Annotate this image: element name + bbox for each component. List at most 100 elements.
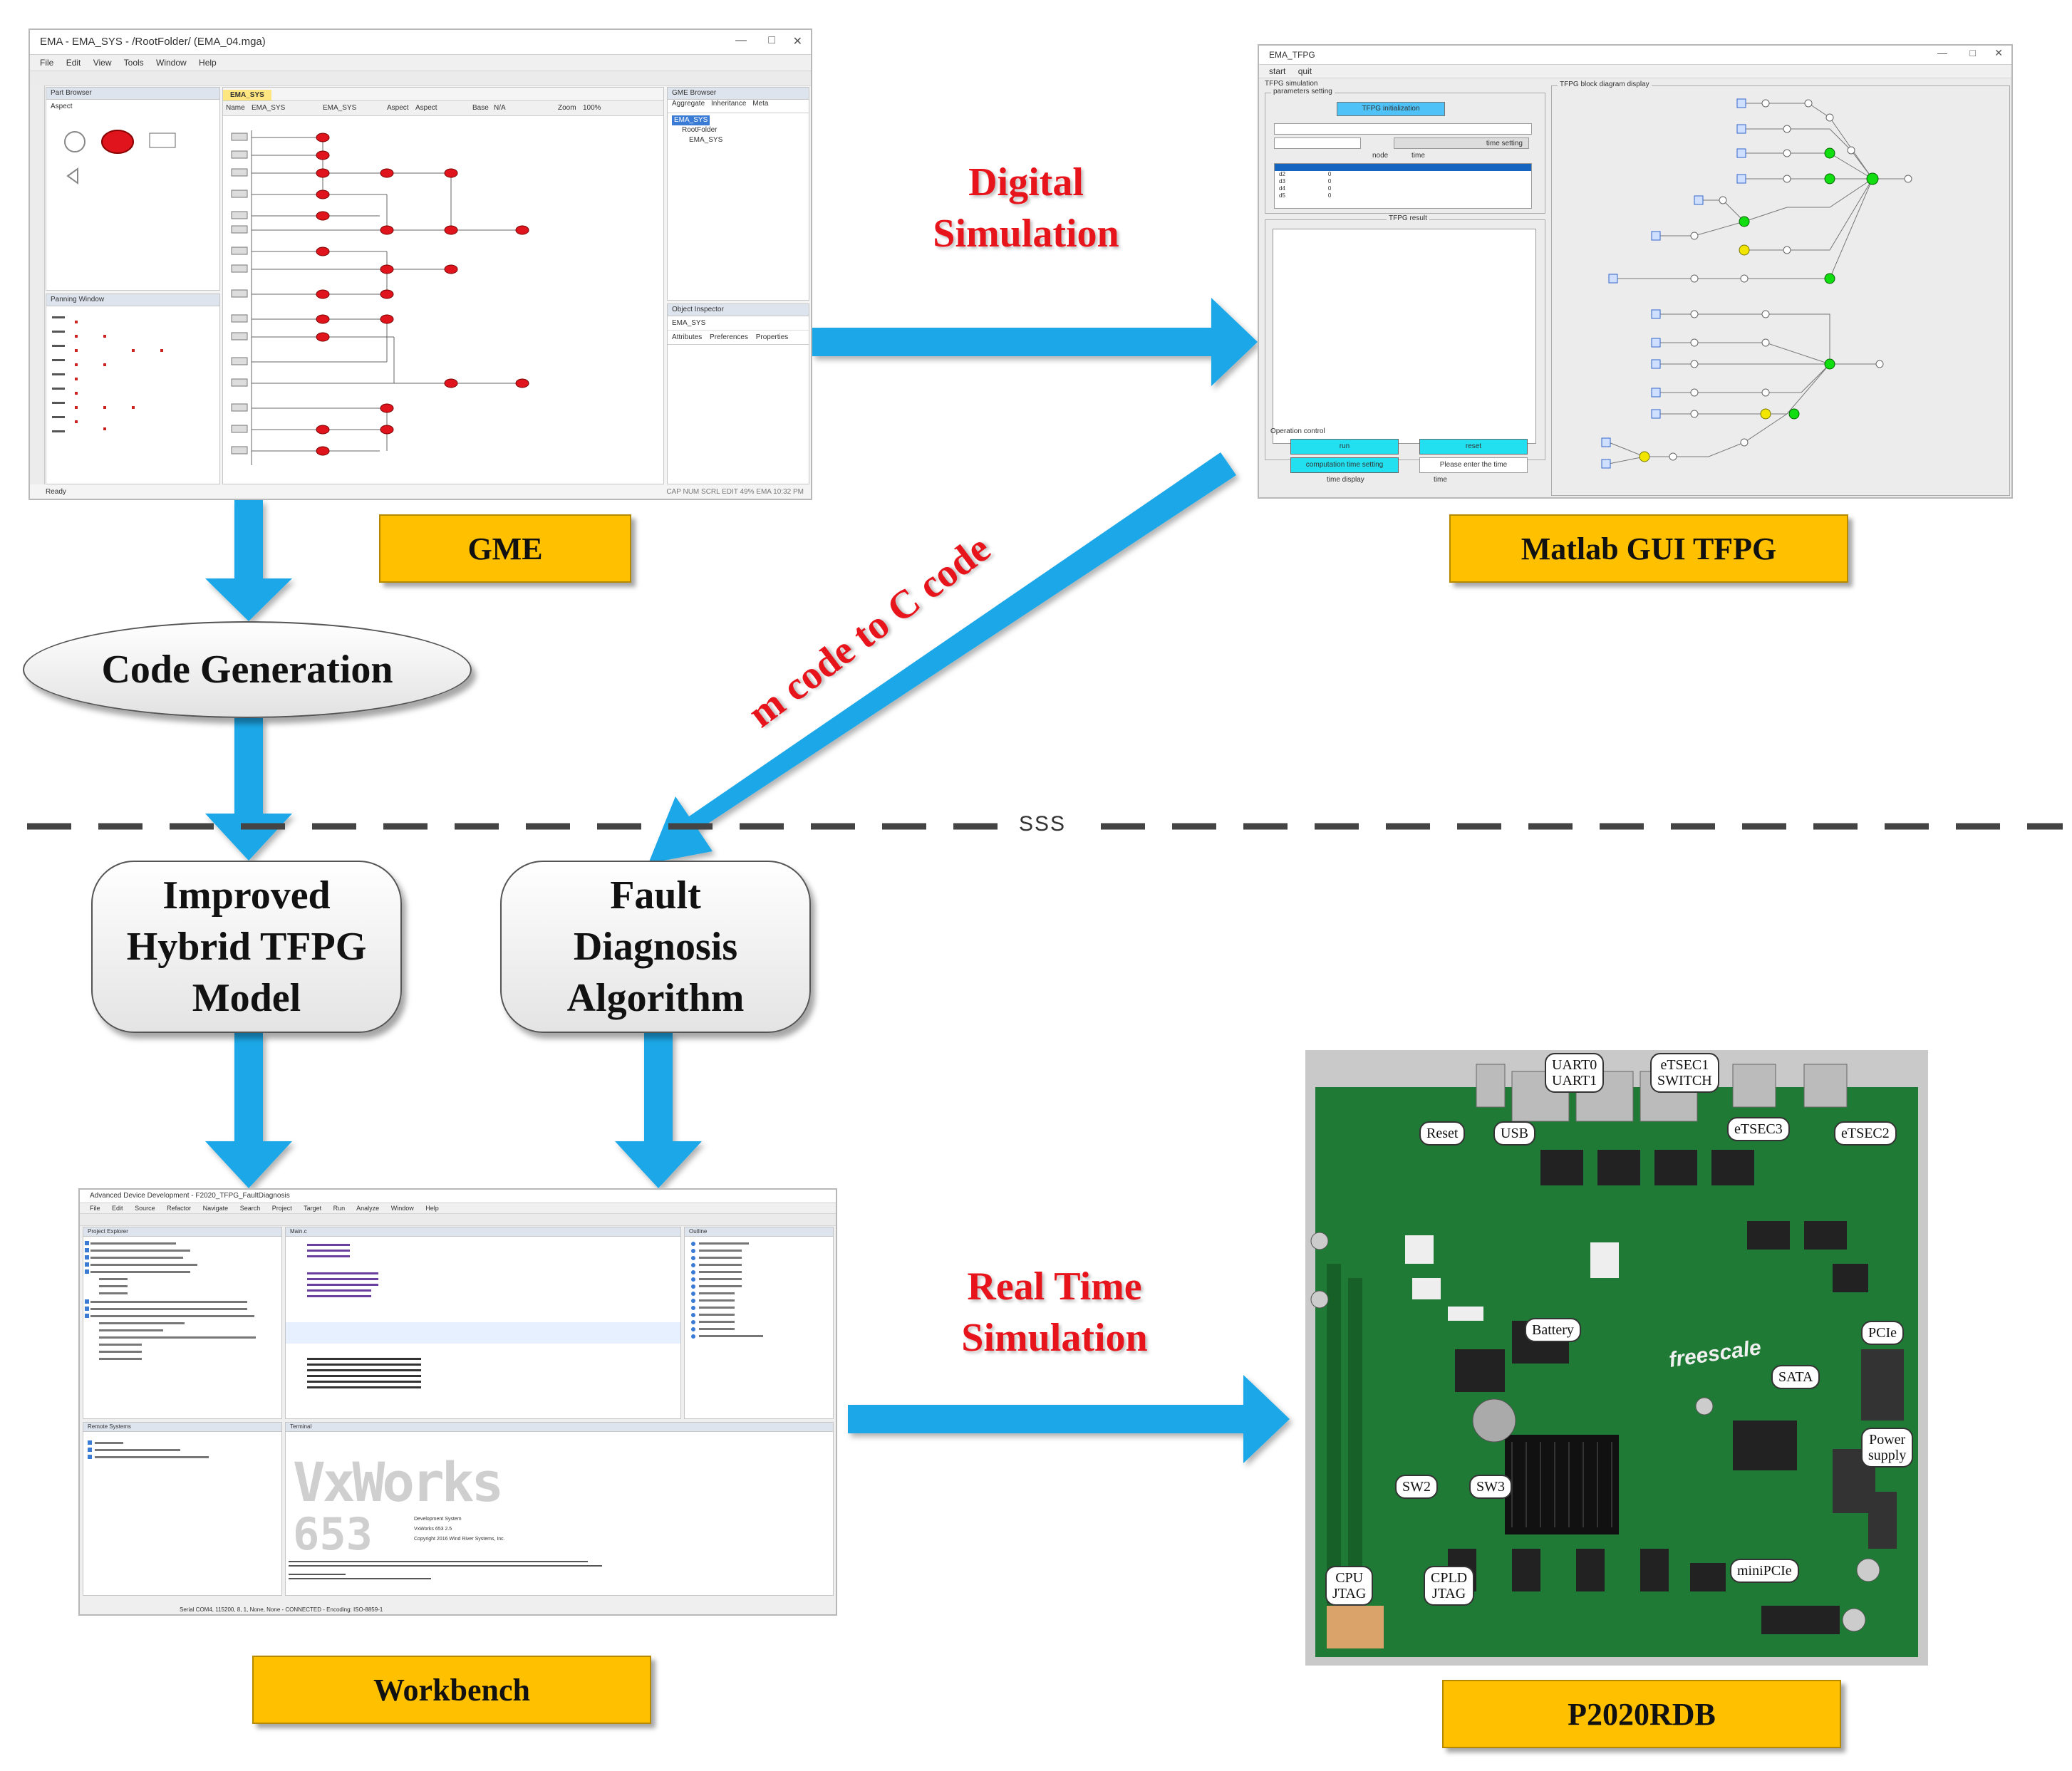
list-val-d2: 0 (1327, 171, 1332, 177)
workbench-toolbar (80, 1214, 836, 1226)
time-input[interactable] (1274, 137, 1361, 149)
outline-tree[interactable] (685, 1237, 833, 1415)
col-time: time (1411, 152, 1425, 160)
aspect-select[interactable]: Aspect (415, 104, 437, 112)
tab-inheritance[interactable]: Inheritance (710, 100, 747, 108)
divider-text: SSS (1019, 812, 1067, 836)
remote-tree[interactable] (83, 1432, 281, 1475)
tree-item-rootfolder[interactable]: RootFolder (682, 126, 718, 134)
version-text: VxWorks 653 2.5 (414, 1527, 452, 1532)
tfpg-block-diagram (1601, 98, 1912, 469)
callout-sata: SATA (1771, 1365, 1820, 1389)
arrow-digital-simulation (812, 298, 1258, 386)
maximize-icon[interactable]: □ (768, 34, 775, 46)
callout-etsec1-line1: eTSEC1 (1660, 1057, 1709, 1073)
tfpg-model-canvas[interactable] (223, 116, 664, 484)
callout-cpld-jtag: CPLD JTAG (1424, 1566, 1475, 1606)
tab-attributes[interactable]: Attributes (672, 333, 703, 341)
callout-cpld-line1: CPLD (1431, 1570, 1468, 1586)
callout-power-supply: Power supply (1861, 1428, 1914, 1468)
digital-simulation-line2: Simulation (933, 212, 1119, 256)
menu-window[interactable]: Window (156, 58, 187, 68)
project-tree[interactable] (83, 1237, 281, 1415)
menu-run[interactable]: Run (333, 1205, 346, 1212)
menu-help[interactable]: Help (425, 1205, 439, 1212)
digital-simulation-label: Digital Simulation (891, 157, 1161, 259)
part-browser-header: Part Browser (46, 88, 219, 100)
copyright-text: Copyright 2016 Wind River Systems, Inc. (414, 1537, 505, 1542)
menu-quit[interactable]: quit (1297, 66, 1312, 76)
zoom-select[interactable]: 100% (583, 104, 601, 112)
workbench-title: Advanced Device Development - F2020_TFPG… (80, 1190, 836, 1203)
gme-toolbar (30, 71, 811, 86)
list-row-d5[interactable]: d5 (1279, 192, 1285, 199)
tree-item-ema-sys-child[interactable]: EMA_SYS (689, 136, 723, 144)
editor-tab[interactable]: Main.c (286, 1227, 680, 1237)
close-icon[interactable]: ✕ (792, 36, 802, 48)
run-button[interactable]: run (1290, 439, 1399, 455)
gme-tool-strip (30, 85, 45, 484)
list-row-d2[interactable]: d2 (1279, 171, 1285, 177)
tfpg-simulation-group: TFPG simulation (1265, 80, 1318, 88)
block-diagram-group: TFPG block diagram display (1551, 80, 2010, 496)
tab-preferences[interactable]: Preferences (710, 333, 748, 341)
gme-browser-panel: GME Browser Aggregate Inheritance Meta E… (667, 87, 809, 301)
node-select[interactable] (1274, 123, 1532, 135)
menu-edit[interactable]: Edit (66, 58, 81, 68)
menu-edit[interactable]: Edit (112, 1205, 123, 1212)
tree-item-ema-sys[interactable]: EMA_SYS (672, 115, 710, 125)
menu-start[interactable]: start (1269, 66, 1286, 76)
menu-window[interactable]: Window (390, 1205, 414, 1212)
computation-time-button[interactable]: computation time setting (1290, 457, 1399, 473)
enter-time-input[interactable]: Please enter the time (1419, 457, 1528, 473)
inspector-object-name: EMA_SYS (668, 316, 809, 331)
remote-systems-panel: Remote Systems (83, 1422, 282, 1596)
gme-status-right: CAP NUM SCRL EDIT 49% EMA 10:32 PM (666, 488, 804, 496)
maximize-icon[interactable]: □ (1969, 47, 1976, 58)
code-generation-node: Code Generation (23, 621, 472, 718)
improved-line3: Model (192, 976, 301, 1020)
callout-uart0: UART0 (1552, 1057, 1597, 1073)
menu-file[interactable]: File (40, 58, 54, 68)
name-value[interactable]: EMA_SYS (252, 104, 286, 112)
minimize-icon[interactable]: — (1937, 47, 1947, 58)
minimize-icon[interactable]: — (735, 34, 747, 46)
menu-help[interactable]: Help (199, 58, 217, 68)
result-textarea[interactable] (1273, 229, 1536, 444)
block-diagram-title: TFPG block diagram display (1558, 80, 1652, 88)
reset-button[interactable]: reset (1419, 439, 1528, 455)
time-display-label: time display (1327, 476, 1364, 484)
arrow-fault-to-workbench (615, 1033, 702, 1188)
close-icon[interactable]: ✕ (1994, 47, 2003, 58)
terminal-panel: Terminal VxWorks 653 Development System … (285, 1422, 834, 1596)
tfpg-init-button[interactable]: TFPG initialization (1337, 102, 1445, 116)
time-setting-button[interactable]: time setting (1394, 137, 1529, 149)
menu-analyze[interactable]: Analyze (356, 1205, 380, 1212)
arrow-codegen-to-model (205, 718, 292, 861)
menu-source[interactable]: Source (135, 1205, 155, 1212)
menu-project[interactable]: Project (271, 1205, 292, 1212)
menu-file[interactable]: File (90, 1205, 100, 1212)
digital-simulation-line1: Digital (968, 160, 1084, 204)
gme-menubar: File Edit View Tools Window Help (30, 55, 811, 71)
editor-tab[interactable]: EMA_SYS (223, 90, 271, 100)
menu-view[interactable]: View (93, 58, 112, 68)
model-editor-panel: EMA_SYS Name EMA_SYS EMA_SYS Aspect Aspe… (222, 87, 664, 484)
tab-meta[interactable]: Meta (752, 100, 769, 108)
list-row-d3[interactable]: d3 (1279, 178, 1285, 185)
tab-aggregate[interactable]: Aggregate (672, 100, 705, 108)
real-time-line1: Real Time (967, 1264, 1142, 1309)
list-row-d4[interactable]: d4 (1279, 185, 1285, 192)
menu-tools[interactable]: Tools (123, 58, 144, 68)
menu-target[interactable]: Target (304, 1205, 322, 1212)
vxworks-banner: VxWorks (293, 1450, 504, 1514)
menu-refactor[interactable]: Refactor (167, 1205, 192, 1212)
object-inspector-header: Object Inspector (668, 304, 809, 316)
code-lines[interactable] (286, 1237, 680, 1415)
tab-properties[interactable]: Properties (755, 333, 789, 341)
part-browser-aspect: Aspect (51, 103, 73, 110)
menu-navigate[interactable]: Navigate (202, 1205, 229, 1212)
menu-search[interactable]: Search (239, 1205, 261, 1212)
